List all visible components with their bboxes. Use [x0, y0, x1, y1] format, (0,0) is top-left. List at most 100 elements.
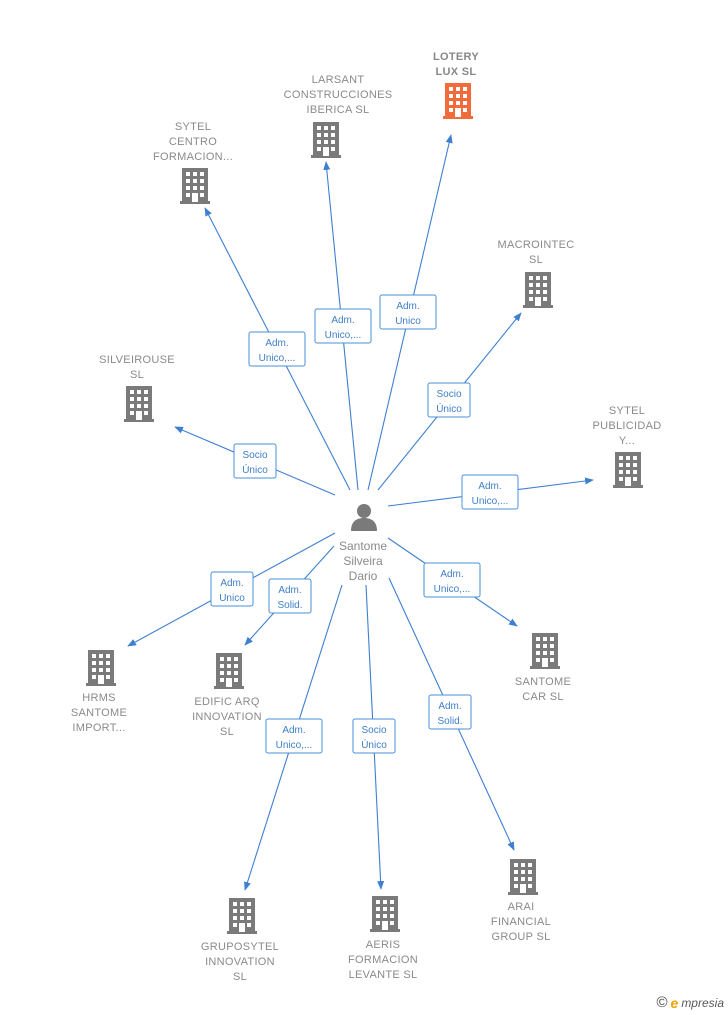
company-name-line: SILVEIROUSE	[99, 354, 175, 366]
building-icon	[370, 896, 400, 932]
edge-label-text: Adm.	[440, 569, 463, 580]
edge-role-label[interactable]: Adm. Unico	[210, 571, 254, 607]
company-name-line: IMPORT...	[72, 722, 125, 734]
edge-label-box	[248, 331, 306, 367]
copyright-symbol: ©	[656, 994, 668, 1011]
edge-label-text: Solid.	[437, 716, 462, 727]
building-icon	[214, 653, 244, 689]
edge-label-box	[379, 294, 437, 330]
person-icon	[351, 504, 377, 531]
edge-label-text: Adm.	[438, 701, 461, 712]
company-node-aeris[interactable]: AERIS FORMACION LEVANTE SL	[348, 896, 418, 981]
company-name-line: SL	[529, 254, 543, 266]
edge-sytel-centro: Adm.Unico,...	[204, 207, 351, 491]
edge-role-label[interactable]: Adm.Unico,...	[265, 718, 323, 754]
edge-label-text: Único	[436, 402, 462, 415]
edge-larsant: Adm.Unico,...	[314, 161, 372, 491]
company-name-line: PUBLICIDAD	[592, 420, 661, 432]
edge-label-text: Adm.	[265, 338, 288, 349]
edge-arai: Adm. Solid.	[388, 577, 515, 851]
company-name-line: HRMS	[82, 692, 116, 704]
edge-label-text: Socio	[361, 725, 386, 736]
company-name-line: LEVANTE SL	[349, 969, 418, 981]
edge-role-label[interactable]: Adm.Unico,...	[248, 331, 306, 367]
company-node-silveirouse[interactable]: SILVEIROUSE SL	[99, 354, 175, 422]
company-name-line: SL	[130, 369, 144, 381]
company-node-sytel-centro[interactable]: SYTELCENTROFORMACION...	[153, 121, 233, 204]
edge-role-label[interactable]: Adm.Unico,...	[423, 562, 481, 598]
edge-label-box	[265, 718, 323, 754]
company-name-line: AERIS	[366, 939, 401, 951]
company-name-line: LARSANT	[312, 74, 365, 86]
company-name-line: Y...	[619, 435, 635, 447]
edge-label-box	[352, 718, 396, 754]
edge-role-label[interactable]: Adm.Solid.	[268, 578, 312, 614]
company-name-line: IBERICA SL	[307, 104, 370, 116]
person-node[interactable]: Santome Silveira Dario	[339, 504, 387, 583]
building-icon	[311, 122, 341, 158]
edge-label-box	[268, 578, 312, 614]
brand-logo-initial: e	[670, 994, 679, 1011]
edge-label-text: Adm.	[396, 301, 419, 312]
building-icon	[613, 452, 643, 488]
company-node-lotery-lux[interactable]: LOTERY LUX SL	[433, 51, 479, 119]
edge-label-box	[210, 571, 254, 607]
company-name-line: CAR SL	[522, 691, 564, 703]
building-icon	[180, 168, 210, 204]
edge-role-label[interactable]: Adm. Solid.	[428, 694, 472, 730]
edge-role-label[interactable]: Adm.Unico,...	[314, 308, 372, 344]
company-name-line: LOTERY	[433, 51, 479, 63]
edge-santome-car: Adm.Unico,...	[387, 537, 518, 627]
company-name-line: FORMACION	[348, 954, 418, 966]
edge-label-text: Unico,...	[325, 330, 362, 341]
edge-label-text: Unico	[219, 593, 245, 604]
nodes-layer: LOTERY LUX SL LARSANTCONSTRUCCIONESIBERICA…	[71, 51, 661, 983]
edge-role-label[interactable]: Adm. Unico,...	[461, 474, 519, 510]
company-node-hrms-santome[interactable]: HRMS SANTOME IMPORT...	[71, 650, 127, 734]
company-name-line: EDIFIC ARQ	[194, 696, 259, 708]
building-icon	[86, 650, 116, 686]
edge-label-text: Único	[361, 738, 387, 751]
company-name-line: FORMACION...	[153, 151, 233, 163]
building-icon	[443, 83, 473, 119]
edge-lotery-lux: Adm. Unico	[367, 134, 453, 491]
edge-label-text: Socio	[436, 389, 461, 400]
edge-label-text: Adm.	[220, 578, 243, 589]
company-name-line: INNOVATION	[205, 956, 275, 968]
building-icon	[530, 633, 560, 669]
building-icon	[523, 272, 553, 308]
edge-label-text: Solid.	[277, 600, 302, 611]
company-name-line: SANTOME	[71, 707, 127, 719]
person-name-line: Santome	[339, 539, 387, 553]
company-name-line: SL	[233, 971, 247, 983]
edge-sytel-publicidad: Adm. Unico,...	[387, 474, 594, 510]
company-name-line: LUX SL	[436, 66, 477, 78]
edge-hrms-santome: Adm. Unico	[127, 532, 336, 647]
edge-label-box	[423, 562, 481, 598]
edge-label-text: Unico	[395, 316, 421, 327]
company-name-line: INNOVATION	[192, 711, 262, 723]
company-name-line: GRUPOSYTEL	[201, 941, 279, 953]
edge-label-text: Unico,...	[472, 496, 509, 507]
company-name-line: GROUP SL	[491, 931, 550, 943]
edge-label-text: Socio	[242, 450, 267, 461]
edge-label-box	[428, 694, 472, 730]
company-node-sytel-publicidad[interactable]: SYTELPUBLICIDADY...	[592, 405, 661, 488]
company-node-gruposytel[interactable]: GRUPOSYTEL INNOVATION SL	[201, 898, 279, 983]
company-name-line: FINANCIAL	[491, 916, 551, 928]
edge-role-label[interactable]: Adm. Unico	[379, 294, 437, 330]
edge-label-box	[233, 443, 277, 479]
edge-label-text: Adm.	[478, 481, 501, 492]
